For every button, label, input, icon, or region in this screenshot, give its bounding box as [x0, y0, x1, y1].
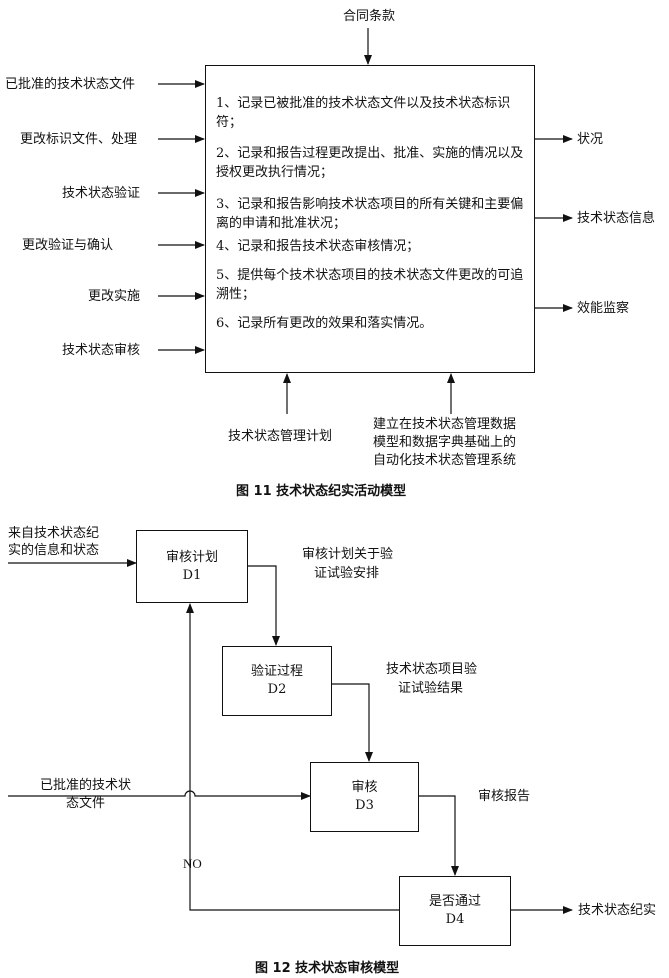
- arrow-no-loop: [186, 603, 399, 911]
- activity-item-5: 5、提供每个技术状态项目的技术状态文件更改的可追溯性；: [216, 268, 524, 302]
- no-label: NO: [183, 856, 202, 871]
- box-d3-name: 审核: [351, 780, 378, 795]
- box-d4-name: 是否通过: [428, 894, 481, 909]
- mechanism-label-right-3: 自动化技术状态管理系统: [373, 453, 517, 468]
- box-d4-code: D4: [445, 912, 465, 927]
- left-input-label-6: 技术状态审核: [62, 343, 141, 358]
- output-label-3: 效能监察: [577, 301, 630, 316]
- mechanism-label-right-2: 模型和数据字典基础上的: [373, 435, 517, 450]
- input-top-label-1: 来自技术状态纪: [8, 526, 100, 541]
- output-d4-label: 技术状态纪实: [578, 903, 657, 918]
- top-input-label: 合同条款: [343, 9, 396, 24]
- activity-item-2: 2、记录和报告过程更改提出、批准、实施的情况以及授权更改执行情况；: [216, 146, 524, 180]
- mechanism-label-right-1: 建立在技术状态管理数据: [373, 417, 517, 432]
- left-input-label-2: 更改标识文件、处理: [20, 132, 138, 147]
- output-label-1: 状况: [577, 132, 604, 147]
- input-mid-label-2: 态文件: [66, 796, 106, 811]
- box-d4: 是否通过 D4: [399, 876, 511, 946]
- left-input-label-3: 技术状态验证: [62, 186, 141, 201]
- box-d1-code: D1: [182, 567, 202, 583]
- figure-11-caption: 图 11 技术状态纪实活动模型: [236, 484, 407, 499]
- box-d1-name: 审核计划: [165, 549, 218, 565]
- activity-item-3: 3、记录和报告影响技术状态项目的所有关键和主要偏离的申请和批准状况；: [216, 197, 524, 231]
- activity-item-4: 4、记录和报告技术状态审核情况；: [216, 239, 420, 254]
- left-input-label-4: 更改验证与确认: [22, 238, 114, 253]
- arrow-d1-d2: [248, 565, 280, 646]
- note-d1-2: 证试验安排: [314, 566, 380, 581]
- box-d3-code: D3: [355, 798, 374, 813]
- note-d3: 审核报告: [478, 789, 531, 804]
- box-d1: 审核计划 D1: [136, 530, 248, 603]
- input-mid-label-1: 已批准的技术状: [40, 778, 132, 793]
- box-d2-name: 验证过程: [250, 664, 303, 679]
- input-top-label-2: 实的信息和状态: [8, 543, 100, 558]
- left-input-label-5: 更改实施: [88, 289, 141, 304]
- left-input-label-1: 已批准的技术状态文件: [5, 77, 136, 92]
- activity-item-1: 1、记录已被批准的技术状态文件以及技术状态标识符；: [216, 96, 511, 130]
- mechanism-label-left: 技术状态管理计划: [228, 429, 333, 444]
- activity-box: 1、记录已被批准的技术状态文件以及技术状态标识符； 2、记录和报告过程更改提出、…: [205, 65, 535, 373]
- activity-item-6: 6、记录所有更改的效果和落实情况。: [216, 316, 433, 331]
- note-d2-2: 证试验结果: [398, 681, 464, 696]
- arrow-d2-d3: [332, 683, 373, 762]
- arrow-d3-d4: [419, 795, 459, 876]
- box-d2: 验证过程 D2: [222, 646, 332, 716]
- note-d2-1: 技术状态项目验: [386, 662, 478, 677]
- box-d2-code: D2: [267, 682, 287, 697]
- figure-12-caption: 图 12 技术状态审核模型: [255, 961, 400, 976]
- note-d1-1: 审核计划关于验: [302, 547, 394, 562]
- box-d3: 审核 D3: [310, 762, 419, 832]
- output-label-2: 技术状态信息: [577, 211, 656, 226]
